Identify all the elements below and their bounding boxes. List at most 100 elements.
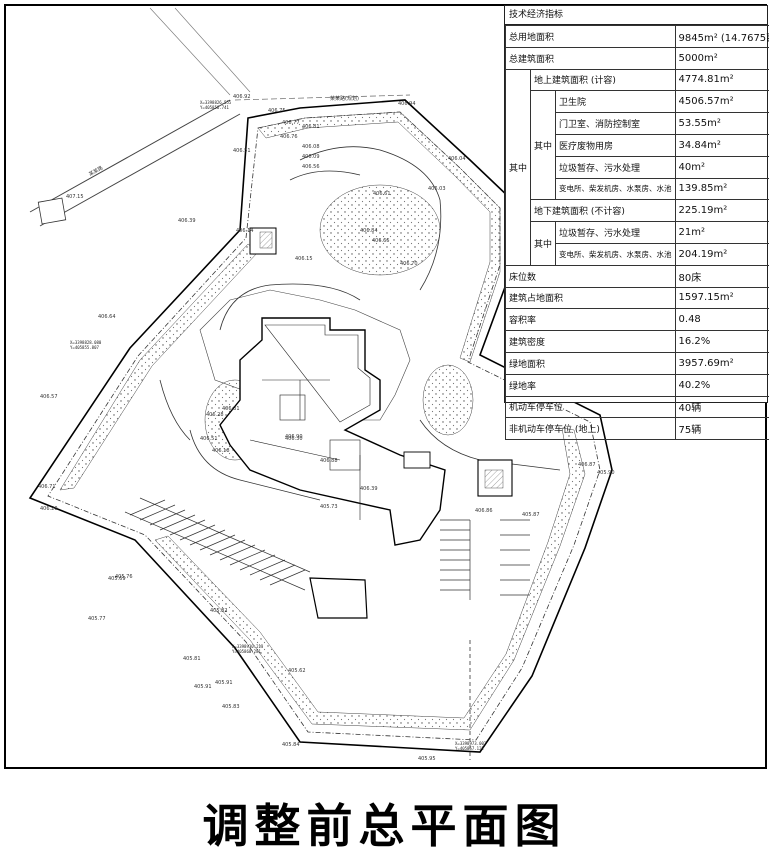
- elevation-label: 405.76: [115, 574, 133, 580]
- row-label: 门卫室、消防控制室: [555, 112, 676, 135]
- row-value: 75辆: [674, 417, 769, 441]
- elevation-label: 405.95: [418, 756, 436, 762]
- row-label: 医疗废物用房: [555, 133, 676, 157]
- elevation-label: 406.94: [398, 101, 416, 107]
- elevation-label: 406.81: [302, 124, 320, 130]
- table-row: 总用地面积 9845m² (14.7675亩): [505, 25, 769, 48]
- elevation-label: 405.90: [597, 470, 615, 476]
- row-label: 建筑占地面积: [505, 286, 676, 310]
- table-row: 容积率 0.48: [505, 308, 769, 332]
- coordinate-label: Y=405856.741: [200, 105, 229, 110]
- table-row: 地下建筑面积 (不计容) 225.19m²: [506, 199, 769, 223]
- row-value: 9845m² (14.7675亩): [674, 25, 769, 48]
- table-row: 绿地面积 3957.69m²: [505, 351, 769, 375]
- road: 某某路 某某路(规划): [29, 7, 411, 227]
- table-row: 医疗废物用房 34.84m²: [506, 133, 769, 157]
- coordinate-label: Y=405857.122: [455, 746, 484, 751]
- elevation-label: 406.71: [38, 484, 56, 490]
- elevation-label: 405.62: [288, 668, 306, 674]
- elevation-label: 406.51: [200, 436, 218, 442]
- elevation-label: 407.15: [66, 194, 84, 200]
- row-label: 非机动车停车位 (地上): [505, 417, 676, 441]
- row-value: 5000m²: [674, 46, 769, 70]
- elevation-label: 406.15: [295, 256, 313, 262]
- coordinate-label: Y=405860.281: [232, 649, 261, 654]
- row-label: 变电所、柴发机房、水泵房、水池: [555, 242, 676, 266]
- row-value: 21m²: [674, 221, 769, 244]
- row-value: 53.55m²: [674, 112, 769, 135]
- row-value: 0.48: [674, 308, 769, 332]
- elevation-label: 405.81: [183, 656, 201, 662]
- sub-group-label: 其中: [530, 221, 557, 266]
- table-row: 其中 垃圾暂存、污水处理 21m²: [506, 221, 769, 266]
- elevation-label: 406.70: [400, 261, 418, 267]
- elevation-label: 406.86: [475, 508, 493, 514]
- elevation-label: 406.90: [285, 434, 303, 440]
- elevation-label: 406.39: [178, 218, 196, 224]
- elevation-label: 406.64: [98, 314, 116, 320]
- elevation-label: 406.76: [280, 134, 298, 140]
- elevation-label: 406.30: [285, 436, 303, 442]
- elevation-label: 406.04: [448, 156, 466, 162]
- elevation-label: 405.83: [222, 704, 240, 710]
- elevation-label: 406.84: [360, 228, 378, 234]
- elevation-label: 406.65: [372, 238, 390, 244]
- table-row: 其中 卫生院 4506.57m²: [506, 90, 769, 201]
- row-label: 建筑密度: [505, 330, 676, 353]
- row-label: 垃圾暂存、污水处理: [555, 221, 676, 244]
- elevation-label: 406.51: [233, 148, 251, 154]
- elevation-label: 406.56: [302, 164, 320, 170]
- elevation-label: 406.09: [302, 154, 320, 160]
- elevation-label: 406.87: [578, 462, 596, 468]
- row-value: 40.2%: [674, 373, 769, 397]
- elevation-label: 406.77: [282, 120, 300, 126]
- row-label: 变电所、柴发机房、水泵房、水池: [555, 177, 676, 201]
- coordinate-label: X=3398973.002: [455, 741, 487, 746]
- elevation-label: 406.57: [40, 394, 58, 400]
- elevation-label: 406.08: [302, 144, 320, 150]
- coordinate-label: Y=405855.807: [70, 345, 99, 350]
- site-boundary: [28, 99, 613, 753]
- row-label: 总建筑面积: [505, 46, 676, 70]
- row-value: 4774.81m²: [674, 68, 769, 92]
- table-row: 绿地率 40.2%: [505, 373, 769, 397]
- row-label: 床位数: [505, 264, 676, 288]
- elevation-label: 406.61: [373, 191, 391, 197]
- row-value: 3957.69m²: [674, 351, 769, 375]
- elevation-label: 406.20: [40, 506, 58, 512]
- main-building: [219, 317, 446, 546]
- elevation-label: 405.84: [282, 742, 300, 748]
- elevation-label: 405.82: [210, 608, 228, 614]
- elevation-label: 406.03: [428, 186, 446, 192]
- row-value: 40m²: [674, 155, 769, 179]
- table-title: 技术经济指标: [505, 6, 767, 25]
- elevation-label: 406.28: [206, 412, 224, 418]
- parking-stalls: [124, 497, 311, 591]
- row-label: 地上建筑面积 (计容): [530, 68, 676, 92]
- elevation-label: 406.14: [236, 228, 254, 234]
- sub-group-label: 其中: [530, 90, 557, 201]
- row-value: 139.85m²: [674, 177, 769, 201]
- row-value: 40辆: [674, 395, 769, 419]
- table-row: 非机动车停车位 (地上) 75辆: [505, 417, 769, 441]
- table-row: 床位数 80床: [505, 264, 769, 288]
- elevation-label: 406.88: [320, 458, 338, 464]
- parking-stalls: [440, 519, 530, 600]
- coordinate-label: X=3398930.213: [232, 644, 264, 649]
- elevation-label: 405.91: [194, 684, 212, 690]
- indicator-table: 总用地面积 9845m² (14.7675亩) 总建筑面积 5000m² 其中 …: [504, 25, 769, 441]
- table-row: 垃圾暂存、污水处理 40m²: [506, 155, 769, 179]
- row-value: 225.19m²: [674, 199, 769, 223]
- elevation-label: 405.73: [320, 504, 338, 510]
- elevation-label: 405.69: [108, 576, 126, 582]
- elevation-label: 405.91: [215, 680, 233, 686]
- elevation-label: 406.39: [360, 486, 378, 492]
- coordinate-label: X=3398826.555: [200, 100, 232, 105]
- gate-box: [37, 197, 67, 225]
- table-row: 变电所、柴发机房、水泵房、水池 139.85m²: [506, 177, 769, 201]
- elevation-label: 405.87: [522, 512, 540, 518]
- row-label: 地下建筑面积 (不计容): [530, 199, 676, 223]
- elevation-label: 406.31: [222, 406, 240, 412]
- row-value: 4506.57m²: [674, 90, 769, 114]
